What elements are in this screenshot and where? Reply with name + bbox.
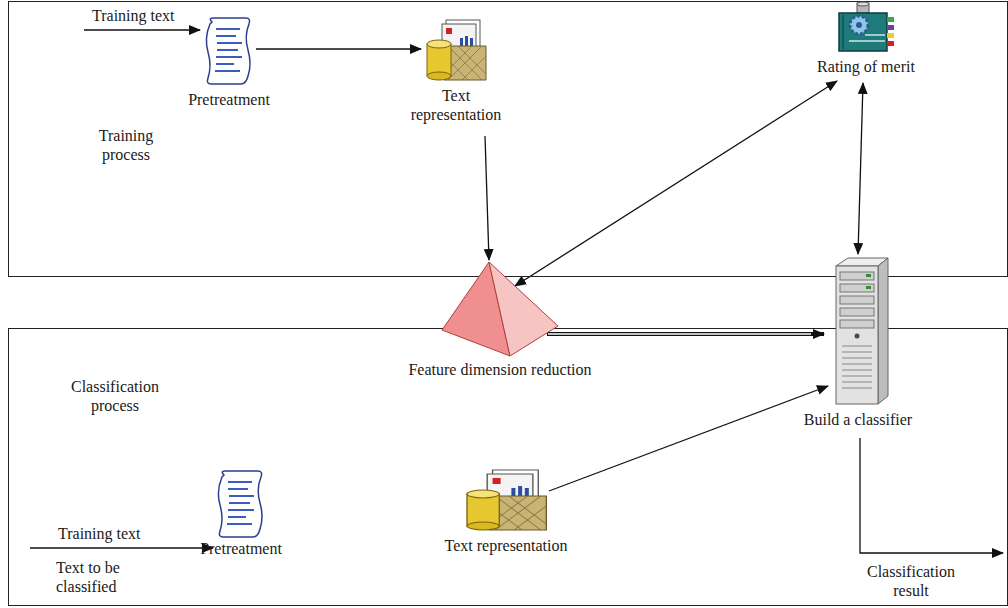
- io-label: Training text: [58, 524, 141, 543]
- flow-arrow: [485, 136, 489, 260]
- pyramid-icon: [442, 262, 558, 356]
- flow-arrow: [858, 83, 863, 254]
- scroll-icon: [204, 16, 254, 86]
- node-label: Pretreatment: [181, 539, 301, 558]
- output-arrow: [860, 438, 1003, 553]
- reduction-step: Feature dimension reduction: [390, 262, 610, 379]
- pretreatment-step: Pretreatment: [169, 16, 289, 109]
- node-label: Text representation: [421, 536, 591, 555]
- box-icon: [463, 466, 549, 532]
- box-icon: [424, 16, 488, 82]
- double-arrow: [547, 334, 824, 335]
- node-label: Rating of merit: [801, 57, 931, 76]
- flow-arrow: [256, 49, 421, 50]
- panel-heading: Classification process: [59, 377, 171, 415]
- flow-arrow: [515, 81, 837, 286]
- flow-arrow: [549, 386, 828, 491]
- representation-step: Text representation: [401, 16, 511, 124]
- process-panel: Training process Pretreatment Text represe…: [8, 1, 1008, 277]
- io-label: Classification result: [852, 562, 970, 600]
- io-label: Text to be classified: [56, 558, 136, 596]
- node-label: Build a classifier: [788, 410, 928, 429]
- device-icon: [835, 3, 897, 53]
- scroll-icon: [216, 469, 266, 535]
- node-label: Pretreatment: [169, 90, 289, 109]
- io-label: Training text: [92, 6, 175, 25]
- panel-heading: Training process: [81, 126, 171, 164]
- classifier-step: Build a classifier: [788, 256, 928, 429]
- node-label: Feature dimension reduction: [390, 360, 610, 379]
- rating-step: Rating of merit: [801, 3, 931, 76]
- pretreatment-step: Pretreatment: [181, 469, 301, 558]
- node-label: Text representation: [401, 86, 511, 124]
- input-arrow: [30, 547, 213, 548]
- representation-step: Text representation: [421, 466, 591, 555]
- server-icon: [826, 256, 890, 406]
- input-arrow: [84, 29, 200, 30]
